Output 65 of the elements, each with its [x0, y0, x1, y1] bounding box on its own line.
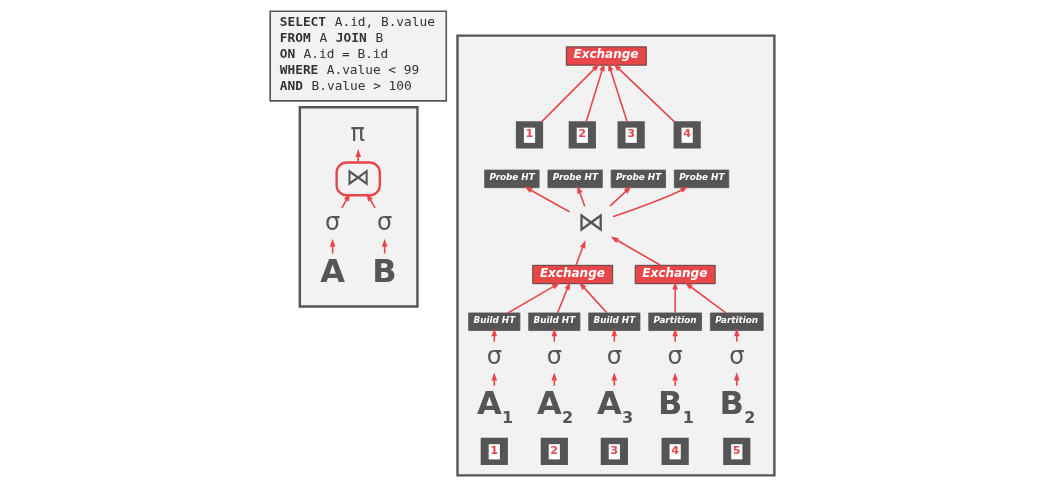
cluster	[455, 34, 776, 477]
arrow	[608, 186, 631, 207]
node-text: B$_{2}$	[719, 383, 756, 428]
node-text: σ	[728, 342, 744, 371]
node-box: Partition	[647, 312, 702, 331]
node-box: Probe HT	[483, 169, 539, 189]
node-box: 4	[673, 121, 701, 149]
node-box: Build HT	[467, 312, 520, 331]
arrow	[578, 282, 608, 314]
node-text: B	[371, 251, 397, 290]
arrow	[611, 186, 688, 218]
node-box: Exchange	[531, 264, 613, 285]
node-box: 1	[480, 437, 508, 465]
node-box: Build HT	[527, 312, 580, 331]
node-box: 3	[600, 437, 628, 465]
arrow	[354, 149, 361, 164]
node-box: 4	[661, 437, 689, 465]
arrow	[576, 185, 586, 207]
node-text: A$_{2}$	[536, 383, 573, 428]
node-box: Exchange	[565, 46, 647, 66]
arrow	[556, 281, 570, 314]
arrow	[733, 372, 740, 387]
arrow	[365, 193, 376, 209]
node-box: Probe HT	[610, 169, 666, 189]
node-text: A$_{1}$	[476, 383, 513, 428]
node-box: Build HT	[587, 312, 640, 331]
node-box: 2	[540, 437, 568, 465]
arrow	[733, 328, 740, 343]
node-text: σ	[486, 342, 502, 371]
node-text: σ	[546, 342, 562, 371]
node-box: Partition	[709, 312, 764, 331]
arrow	[506, 282, 560, 314]
node-box: Probe HT	[547, 169, 603, 189]
arrow	[613, 63, 675, 123]
arrow	[574, 240, 585, 267]
node-box: 5	[722, 437, 750, 465]
node-box: 1	[515, 121, 543, 149]
arrow	[584, 63, 605, 123]
node-box: 3	[617, 121, 645, 149]
node-box: Exchange	[634, 264, 716, 285]
arrow	[671, 281, 678, 314]
arrow	[540, 63, 600, 123]
node-text: σ	[376, 208, 392, 237]
cluster	[298, 106, 419, 308]
arrow	[491, 328, 497, 343]
arrow	[607, 63, 628, 123]
node-box: Probe HT	[673, 169, 729, 189]
arrow	[523, 186, 570, 213]
node-box: ⋈	[334, 161, 381, 197]
node-text: A$_{3}$	[596, 383, 633, 428]
node-text: A	[319, 251, 345, 290]
node-box: 2	[568, 121, 596, 149]
arrow	[340, 193, 350, 209]
node-text: σ	[667, 342, 683, 371]
node-text: π	[350, 118, 365, 147]
node-box: SELECT A.id, B.value FROM A JOIN B ON A.id = B.id WHERE A.value < 99 AND B.value > 100	[268, 10, 447, 102]
arrow	[671, 328, 678, 343]
node-text: σ	[606, 342, 622, 371]
arrow	[671, 372, 678, 387]
node-text: ⋈	[577, 206, 605, 238]
node-text: B$_{1}$	[657, 383, 694, 428]
arrow	[684, 282, 727, 314]
arrow	[491, 372, 497, 387]
node-text: σ	[324, 208, 340, 237]
arrow	[610, 236, 661, 267]
